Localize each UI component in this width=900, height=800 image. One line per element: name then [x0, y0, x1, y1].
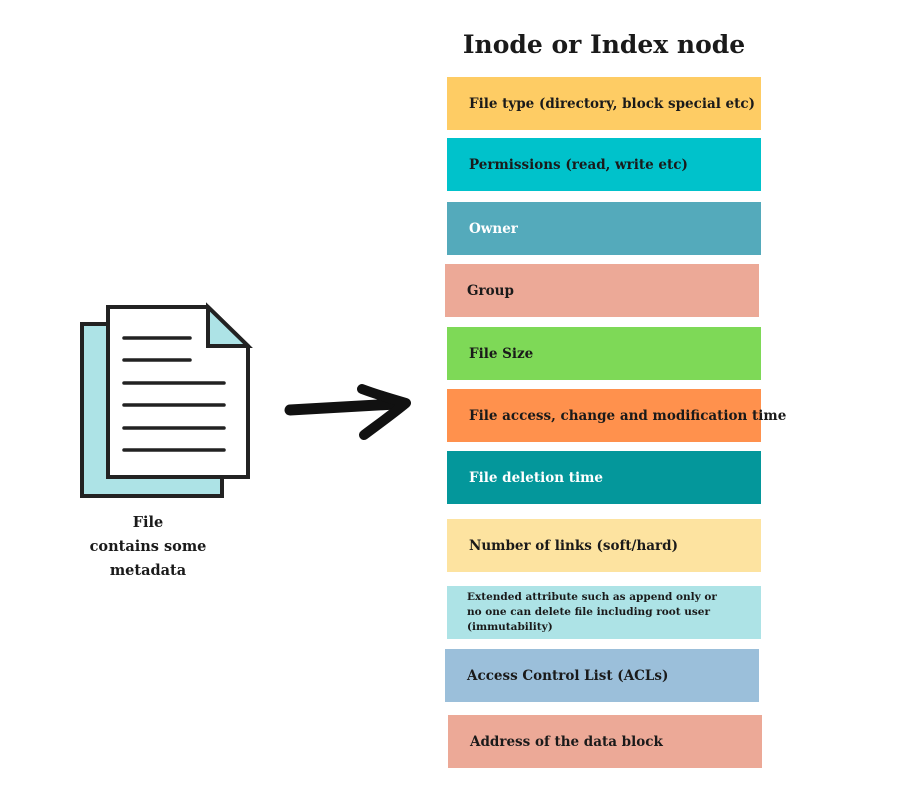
file-caption: File contains some metadata [60, 511, 236, 583]
inode-field-file-type: File type (directory, block special etc) [447, 77, 761, 130]
inode-field-deletion-time: File deletion time [447, 451, 761, 504]
inode-field-links: Number of links (soft/hard) [447, 519, 761, 572]
file-caption-line: contains some [89, 538, 207, 555]
inode-field-extended-attributes: Extended attribute such as append only o… [447, 586, 761, 639]
arrow-right-icon [284, 384, 411, 440]
diagram-title: Inode or Index node [462, 30, 746, 59]
inode-field-owner: Owner [447, 202, 761, 255]
file-caption-line: File [132, 514, 164, 531]
document-icon [80, 302, 253, 498]
inode-field-permissions: Permissions (read, write etc) [447, 138, 761, 191]
inode-field-file-size: File Size [447, 327, 761, 380]
inode-field-group: Group [445, 264, 759, 317]
file-caption-line: metadata [109, 562, 187, 579]
inode-field-access-time: File access, change and modification tim… [447, 389, 786, 442]
inode-field-data-block-address: Address of the data block [448, 715, 762, 768]
inode-field-acls: Access Control List (ACLs) [445, 649, 759, 702]
